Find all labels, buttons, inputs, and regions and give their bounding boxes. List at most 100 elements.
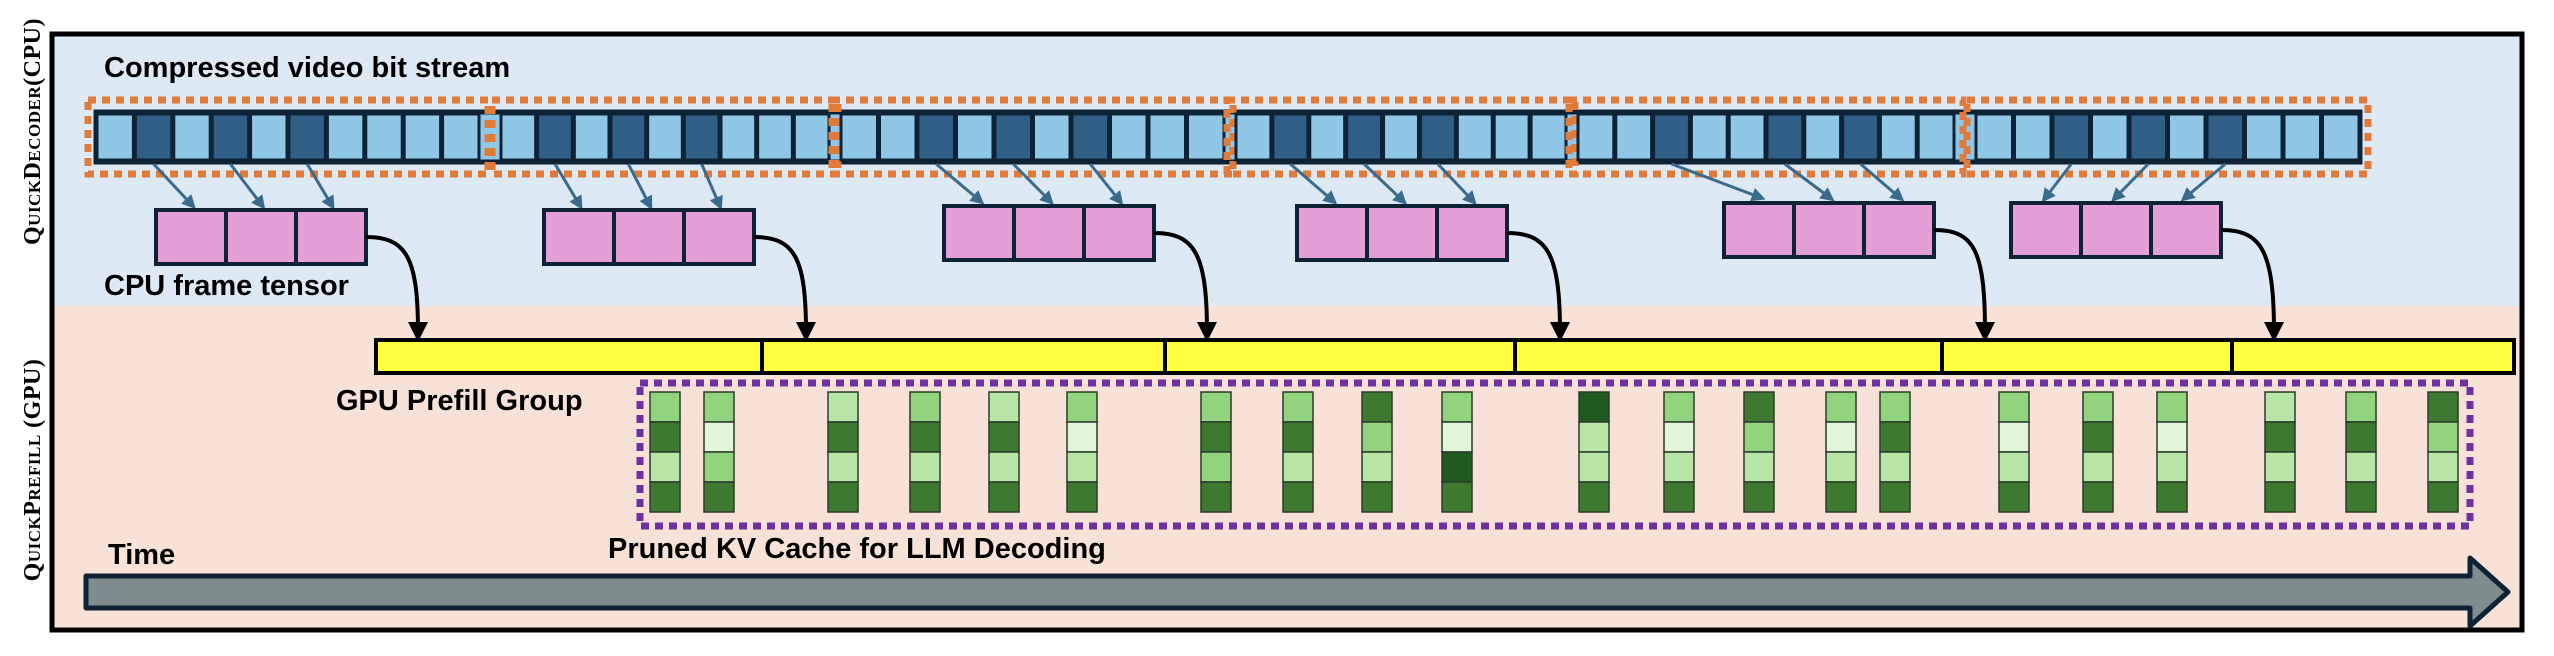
decoded-frame (1418, 112, 1457, 162)
bitstream-frame (172, 112, 212, 162)
bitstream-frame (792, 112, 831, 162)
kv-token-cell (2082, 391, 2114, 423)
transfer-arrow (1933, 228, 1995, 342)
kv-token-cell (909, 421, 941, 453)
kv-token-cell (827, 451, 859, 483)
bitstream-frame (2244, 112, 2284, 162)
decoded-frame (1841, 112, 1880, 162)
transfer-arrow (1153, 231, 1217, 342)
kv-token-cell (2082, 481, 2114, 513)
kv-token-cell (649, 481, 681, 513)
frame-tensor-cell (1722, 201, 1796, 259)
bitstream-frame (2090, 112, 2130, 162)
decoder-side-label: QuickDecoder(CPU) (20, 18, 46, 245)
kv-token-cell (703, 391, 735, 423)
kv-token-cell (1578, 451, 1610, 483)
frame-tensor-cell (1295, 204, 1369, 262)
bitstream-frame (955, 112, 995, 162)
decoded-frame (2128, 112, 2168, 162)
prefill-bar (374, 338, 2516, 375)
kv-token-cell (2345, 391, 2377, 423)
kv-token-cell (1441, 451, 1473, 483)
bitstream-frame (1878, 112, 1918, 162)
bitstream-frame (325, 112, 366, 162)
gop-boundary (488, 96, 842, 178)
time-label: Time (108, 539, 176, 571)
prefill-segment (1940, 338, 2234, 375)
kv-token-cell (1879, 451, 1911, 483)
kv-token-cell (1282, 391, 1314, 423)
kv-token-cell (649, 451, 681, 483)
decode-arrows (152, 162, 2227, 211)
kv-token-cell (703, 451, 735, 483)
kv-token-cell (1879, 391, 1911, 423)
kv-token-cell (1879, 421, 1911, 453)
decoder-region (52, 34, 2522, 306)
kv-token-cell (2427, 391, 2459, 423)
kv-token-cell (1743, 481, 1775, 513)
decoded-frame (1070, 112, 1110, 162)
prefill-segment (374, 338, 764, 375)
bitstream-frame (2167, 112, 2207, 162)
kv-token-cell (1663, 391, 1695, 423)
kv-token-cell (1361, 391, 1393, 423)
outer-frame (49, 31, 2525, 633)
bitstream-frame (1529, 112, 1568, 162)
bitstream-frame (1576, 112, 1616, 162)
decoded-frame (2205, 112, 2245, 162)
kv-cache-label: Pruned KV Cache for LLM Decoding (608, 533, 1106, 565)
transfer-arrow (753, 235, 816, 342)
decoded-frame (133, 112, 174, 162)
decode-arrow (152, 162, 196, 210)
kv-token-cell (909, 391, 941, 423)
bitstream-frame (1803, 112, 1843, 162)
kv-token-cell (1441, 421, 1473, 453)
decoded-frame (1765, 112, 1805, 162)
frame-tensor-cell (682, 208, 756, 266)
kv-token-cell (1066, 421, 1098, 453)
bitstream-frame (1614, 112, 1654, 162)
decoded-frame (1271, 112, 1310, 162)
kv-token-cell (1998, 391, 2030, 423)
transfer-arrow (365, 235, 428, 342)
bitstream-frame (1308, 112, 1347, 162)
bitstream-frame (839, 112, 879, 162)
decode-arrow (2180, 162, 2227, 202)
kv-token-cell (649, 391, 681, 423)
frame-tensor-cell (154, 208, 228, 266)
kv-token-cell (1825, 391, 1857, 423)
kv-token-cell (2427, 481, 2459, 513)
kv-token-cell (1066, 481, 1098, 513)
kv-token-cell (2082, 451, 2114, 483)
bitstream-frame (1186, 112, 1226, 162)
kv-token-cell (1663, 451, 1695, 483)
decode-arrow (1670, 162, 1766, 202)
kv-token-cell (2156, 421, 2188, 453)
bitstream-frame (2282, 112, 2322, 162)
gop-boundary (1963, 96, 2372, 178)
decode-arrow (627, 163, 653, 211)
kv-token-cell (1200, 451, 1232, 483)
frame-tensor-cell (1435, 204, 1509, 262)
kv-token-cell (988, 421, 1020, 453)
gop-boundary (828, 96, 1237, 178)
decode-arrow (935, 162, 985, 205)
bitstream-frame (1689, 112, 1729, 162)
kv-cache-boundary (636, 379, 2474, 530)
bitstream-frame (719, 112, 758, 162)
decoded-frame (1345, 112, 1384, 162)
kv-token-cell (1066, 391, 1098, 423)
decode-arrow (1012, 162, 1054, 205)
kv-token-cell (988, 451, 1020, 483)
kv-token-cell (703, 421, 735, 453)
gop-boundary (84, 96, 492, 178)
bitstream-frame (249, 112, 289, 162)
frame-tensor-cell (1082, 204, 1156, 262)
bitstream-frame (1109, 112, 1149, 162)
gop-boundary (1565, 96, 1967, 178)
kv-token-cell (1743, 421, 1775, 453)
frame-tensor-cell (2009, 201, 2083, 259)
kv-token-cell (1998, 451, 2030, 483)
bitstream-frame (364, 112, 404, 162)
